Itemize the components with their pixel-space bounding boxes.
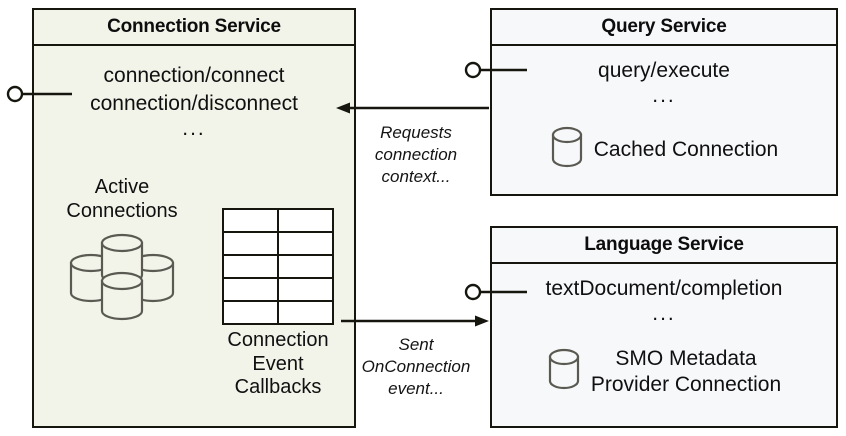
table-row xyxy=(222,231,334,256)
callbacks-label-line3: Callbacks xyxy=(234,376,322,399)
query-service-component[interactable]: Query Service query/execute ... Cached C… xyxy=(490,8,838,196)
language-service-title-bar: Language Service xyxy=(492,228,836,264)
database-cluster-icon xyxy=(42,231,202,323)
connection-service-api-ellipsis: ... xyxy=(182,117,206,141)
edge-label-line2: OnConnection xyxy=(361,357,471,377)
table-cell xyxy=(277,208,334,233)
query-service-title: Query Service xyxy=(601,16,727,37)
connection-service-api-list: connection/connect connection/disconnect… xyxy=(34,62,354,141)
edge-label-line1: Requests xyxy=(380,123,452,142)
active-connections-group: Active Connections xyxy=(42,176,202,323)
table-row xyxy=(222,277,334,302)
cached-connection-resource: Cached Connection xyxy=(492,124,836,175)
connection-service-title-bar: Connection Service xyxy=(34,10,354,46)
query-service-body: query/execute ... Cached Connection xyxy=(492,46,836,194)
connection-service-body: connection/connect connection/disconnect… xyxy=(34,46,354,426)
database-cylinder-icon xyxy=(550,124,584,175)
table-cell xyxy=(277,231,334,256)
callbacks-label: Connection Event Callbacks xyxy=(202,329,354,400)
table-row xyxy=(222,300,334,325)
language-service-component[interactable]: Language Service textDocument/completion… xyxy=(490,226,838,428)
table-cell xyxy=(222,208,279,233)
edge-label-line3: context... xyxy=(381,167,451,187)
table-cell xyxy=(222,300,279,325)
smo-metadata-provider-resource: SMO Metadata Provider Connection xyxy=(492,346,836,397)
smo-metadata-provider-label: SMO Metadata Provider Connection xyxy=(591,346,781,396)
callbacks-label-line1: Connection xyxy=(227,329,329,351)
edge-connection-to-language xyxy=(341,315,489,327)
active-connections-label-line1: Active xyxy=(94,176,150,198)
table-grid-icon xyxy=(222,208,334,325)
edge-label-line3: event... xyxy=(388,379,444,399)
connection-event-callbacks-group: Connection Event Callbacks xyxy=(202,208,354,400)
api-method-textdocument-completion: textDocument/completion xyxy=(545,277,783,300)
table-cell xyxy=(277,254,334,279)
language-service-api-ellipsis: ... xyxy=(652,302,676,326)
cached-connection-label: Cached Connection xyxy=(593,137,779,161)
database-cylinder-icon xyxy=(547,346,581,397)
edge-label-line2: connection xyxy=(374,145,458,165)
table-cell xyxy=(222,254,279,279)
edge-label-sent-onconnection-event: Sent OnConnection event... xyxy=(352,334,480,400)
table-row xyxy=(222,254,334,279)
table-cell xyxy=(277,277,334,302)
edge-query-to-connection xyxy=(336,102,489,114)
query-service-api-ellipsis: ... xyxy=(652,84,676,108)
connection-service-component[interactable]: Connection Service connection/connect co… xyxy=(32,8,356,428)
edge-label-line1: Sent xyxy=(398,335,434,354)
api-method-connection-connect: connection/connect xyxy=(103,64,285,87)
active-connections-label-line2: Connections xyxy=(66,199,178,222)
edge-label-requests-connection-context: Requests connection context... xyxy=(352,122,480,188)
table-row xyxy=(222,208,334,233)
language-service-api-list: textDocument/completion ... xyxy=(492,276,836,326)
callbacks-label-line2: Event xyxy=(252,352,304,375)
api-method-query-execute: query/execute xyxy=(598,59,730,82)
api-method-connection-disconnect: connection/disconnect xyxy=(90,91,298,115)
language-service-title: Language Service xyxy=(584,234,744,255)
connection-service-title: Connection Service xyxy=(107,16,281,37)
smo-metadata-provider-label-line2: Provider Connection xyxy=(590,372,782,396)
table-cell xyxy=(277,300,334,325)
query-service-title-bar: Query Service xyxy=(492,10,836,46)
language-service-body: textDocument/completion ... SMO Metadata… xyxy=(492,264,836,426)
table-cell xyxy=(222,277,279,302)
smo-metadata-provider-label-line1: SMO Metadata xyxy=(615,347,757,371)
table-cell xyxy=(222,231,279,256)
query-service-api-list: query/execute ... xyxy=(492,58,836,108)
